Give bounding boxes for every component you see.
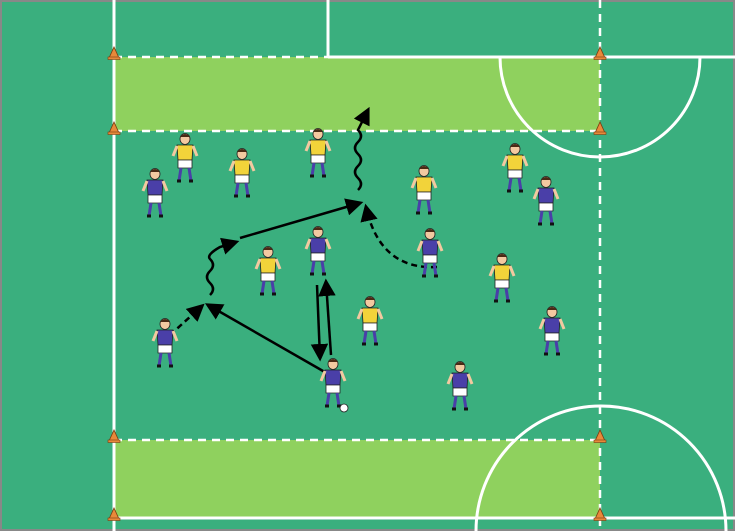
end-zone-bottom xyxy=(114,440,600,518)
ball xyxy=(340,404,348,412)
end-zone-top xyxy=(114,57,600,131)
